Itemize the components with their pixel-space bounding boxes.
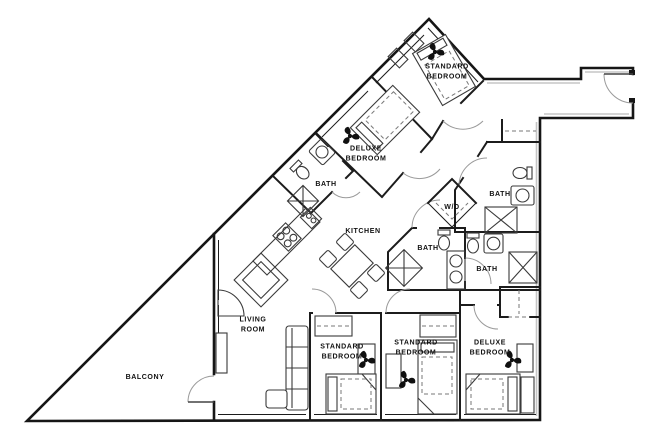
corner-table: [217, 289, 245, 317]
room-label-living-room: LIVING ROOM: [239, 314, 267, 333]
door-jamb: [629, 70, 635, 75]
dresser: [520, 376, 535, 414]
dining-chair: [336, 233, 354, 251]
room-label-bath-upper-left: BATH: [315, 179, 337, 189]
interior-walls: [271, 75, 541, 421]
kitchen-sink: [299, 206, 323, 230]
room-label-bath-right: BATH: [476, 264, 498, 274]
tv-console: [215, 332, 228, 374]
wall-shading: [487, 71, 629, 416]
shower-stall: [484, 206, 518, 234]
sink-basin: [483, 233, 504, 254]
pillow: [420, 342, 455, 353]
toilet: [289, 159, 310, 180]
room-label-bath-center: BATH: [417, 243, 439, 253]
room-label-bedroom-bottom-standard-2: STANDARD BEDROOM: [394, 337, 438, 356]
shower-stall: [286, 184, 320, 218]
closet: [314, 315, 353, 337]
exterior-walls: [23, 17, 635, 423]
bottom-standard-bedroom-2: [385, 314, 458, 415]
pillow: [507, 376, 518, 412]
room-label-kitchen: KITCHEN: [345, 226, 381, 236]
dining-table: [319, 233, 385, 299]
desk: [516, 343, 534, 373]
room-label-bath-top-right: BATH: [489, 189, 511, 199]
toilet: [437, 229, 451, 251]
bed: [325, 373, 377, 415]
pillow: [355, 121, 384, 150]
door-jamb: [629, 98, 635, 103]
shower-stall: [384, 248, 424, 288]
room-label-wd: W/D: [444, 202, 460, 212]
dining-chair: [350, 281, 368, 299]
dining-chair: [319, 250, 337, 268]
sofa: [265, 325, 309, 411]
bed: [465, 373, 521, 415]
closet-shelf: [403, 31, 425, 53]
room-label-bedroom-bottom-deluxe: DELUXE BEDROOM: [469, 337, 511, 356]
bottom-standard-bedroom-1: [314, 315, 377, 415]
room-label-bedroom-upper-deluxe: DELUXE BEDROOM: [345, 143, 387, 162]
bottom-deluxe-bedroom: [465, 290, 535, 415]
room-label-bedroom-bottom-standard-1: STANDARD BEDROOM: [320, 341, 364, 360]
bed: [349, 84, 421, 156]
room-label-bedroom-top-standard: STANDARD BEDROOM: [425, 61, 469, 80]
shower-stall: [508, 251, 538, 284]
sink-basin: [510, 185, 535, 206]
stove-burners: [272, 222, 302, 252]
corner-armchair: [233, 252, 289, 308]
sink-basin: [308, 138, 336, 166]
toilet: [512, 166, 533, 180]
toilet: [466, 232, 480, 254]
washer-dryer-closet: [426, 177, 478, 228]
pillow: [327, 376, 338, 412]
door-arcs: [187, 73, 634, 403]
room-label-balcony: BALCONY: [125, 372, 165, 382]
closet: [419, 314, 457, 338]
closet-shelf: [387, 47, 409, 69]
dining-chair: [367, 264, 385, 282]
desk: [385, 353, 402, 389]
double-vanity: [446, 250, 466, 290]
bed: [417, 339, 458, 415]
